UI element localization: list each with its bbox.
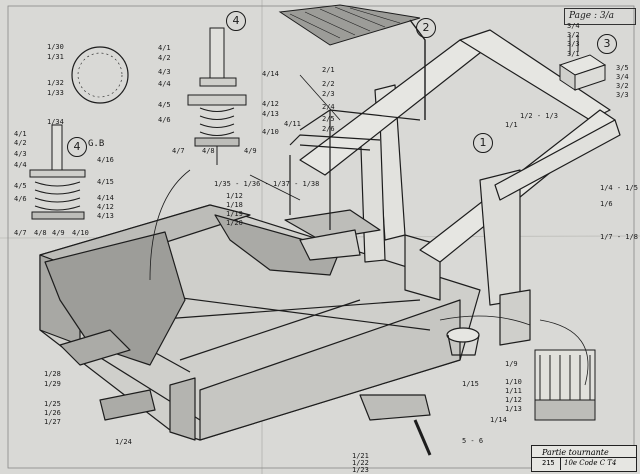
part-label: 4/4 xyxy=(14,161,27,169)
part-label: 3/3 xyxy=(567,40,580,48)
part-label: 1/11 xyxy=(505,387,522,395)
title-block: Partie tournante 215 10e Code C T4 xyxy=(531,445,637,472)
part-label: 4/16 xyxy=(97,156,114,164)
sheet-border xyxy=(7,5,635,469)
main-frame-drawing xyxy=(39,29,621,456)
page-number: Page : 3/a xyxy=(564,8,636,25)
part-label: 3/4 xyxy=(567,22,580,30)
part-label: 2/5 xyxy=(322,115,335,123)
part-label: 4/5 xyxy=(158,101,171,109)
part-label: 4/15 xyxy=(97,178,114,186)
part-label: 4/8 xyxy=(202,147,215,155)
part-label: 1/18 xyxy=(226,201,243,209)
part-label: 1/1 xyxy=(505,121,518,129)
detail-comb xyxy=(534,349,596,421)
part-label: 1/22 xyxy=(352,459,369,467)
title-code-left: 215 xyxy=(542,459,555,467)
part-label: 4/13 xyxy=(262,110,279,118)
part-label: 1/35 - 1/36 - 1/37 - 1/38 xyxy=(214,180,320,188)
part-label: 1/12 xyxy=(505,396,522,404)
part-label: 1/31 xyxy=(47,53,64,61)
part-label: 4/4 xyxy=(158,80,171,88)
part-label: 3/5 xyxy=(616,64,629,72)
part-label: 4/2 xyxy=(14,139,27,147)
part-label: 3/2 xyxy=(616,82,629,90)
part-label: 3/4 xyxy=(616,73,629,81)
part-label: 4/7 xyxy=(172,147,185,155)
detail-4-assembly xyxy=(187,27,247,165)
callout-3: 3 xyxy=(597,34,617,54)
part-label: 4/6 xyxy=(14,195,27,203)
part-label: 4/1 xyxy=(14,130,27,138)
part-label: 1/2 - 1/3 xyxy=(520,112,558,120)
part-label: 4/2 xyxy=(158,54,171,62)
part-label: 1/15 xyxy=(462,380,479,388)
part-label: 2/6 xyxy=(322,125,335,133)
detail-4gb-assembly xyxy=(29,124,86,220)
part-label: 4/12 xyxy=(262,100,279,108)
ring-1-30 xyxy=(71,46,129,104)
callout-4: 4 xyxy=(226,11,246,31)
part-label: 1/34 xyxy=(47,118,64,126)
detail-3-block xyxy=(558,35,607,91)
part-label: 1/26 xyxy=(44,409,61,417)
part-label: 4/1 xyxy=(158,44,171,52)
part-label: 3/2 xyxy=(567,31,580,39)
part-label: 4/8 xyxy=(34,229,47,237)
part-label: 4/9 xyxy=(244,147,257,155)
part-label: 3/1 xyxy=(567,50,580,58)
part-label: 1/10 xyxy=(505,378,522,386)
part-label: 1/23 xyxy=(352,466,369,474)
platform-grid xyxy=(278,4,426,120)
part-label-gb: G.B xyxy=(88,139,105,149)
part-label: 1/33 xyxy=(47,89,64,97)
part-label: 1/20 xyxy=(226,219,243,227)
part-label: 1/14 xyxy=(490,416,507,424)
part-label: 2/3 xyxy=(322,90,335,98)
part-label: 1/30 xyxy=(47,43,64,51)
part-label: 1/19 xyxy=(226,210,243,218)
part-label: 1/4 - 1/5 xyxy=(600,184,638,192)
part-label: 1/27 xyxy=(44,418,61,426)
part-label: 4/12 xyxy=(97,203,114,211)
part-label: 4/3 xyxy=(158,68,171,76)
part-label: 4/14 xyxy=(97,194,114,202)
part-label: 5 - 6 xyxy=(462,437,484,445)
part-label: 1/32 xyxy=(47,79,64,87)
part-label: 1/9 xyxy=(505,360,518,368)
part-label: 4/14 xyxy=(262,70,279,78)
part-label: 1/6 xyxy=(600,200,613,208)
part-label: 3/3 xyxy=(616,91,629,99)
part-label: 1/13 xyxy=(505,405,522,413)
part-label: 4/13 xyxy=(97,212,114,220)
part-label: 1/21 xyxy=(352,452,369,460)
part-label: 2/1 xyxy=(322,66,335,74)
part-label: 4/6 xyxy=(158,116,171,124)
callout-4-gb: 4 xyxy=(67,137,87,157)
part-label: 1/25 xyxy=(44,400,61,408)
title-part-name: Partie tournante xyxy=(542,448,609,457)
part-label: 1/28 xyxy=(44,370,61,378)
part-label: 2/4 xyxy=(322,103,335,111)
callout-1: 1 xyxy=(473,133,493,153)
part-label: 4/7 xyxy=(14,229,27,237)
part-label: 1/12 xyxy=(226,192,243,200)
leader-lines xyxy=(149,74,589,386)
part-label: 4/10 xyxy=(72,229,89,237)
part-label: 4/3 xyxy=(14,150,27,158)
title-code-right: 10e Code C T4 xyxy=(564,459,617,467)
part-label: 4/5 xyxy=(14,182,27,190)
part-label: 1/29 xyxy=(44,380,61,388)
callout-2: 2 xyxy=(416,18,436,38)
part-label: 4/9 xyxy=(52,229,65,237)
part-label: 2/2 xyxy=(322,80,335,88)
part-label: 1/7 - 1/8 xyxy=(600,233,638,241)
part-label: 1/24 xyxy=(115,438,132,446)
part-label: 4/10 xyxy=(262,128,279,136)
part-label: 4/11 xyxy=(284,120,301,128)
